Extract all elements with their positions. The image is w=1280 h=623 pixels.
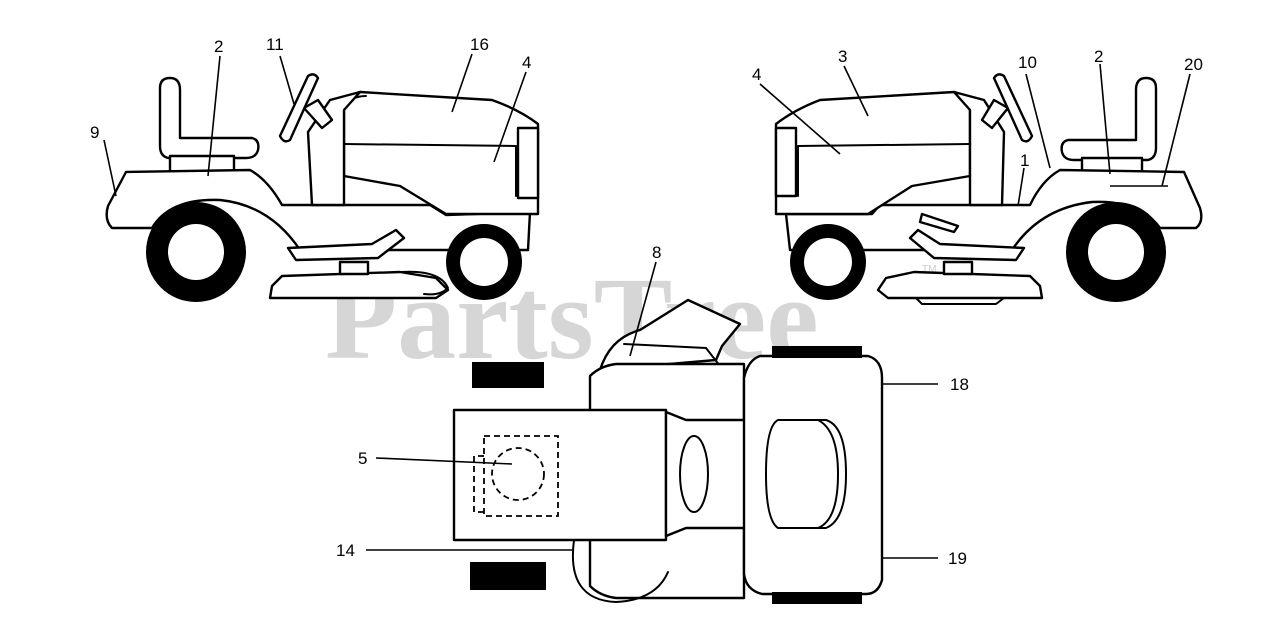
- decal-5-bracket: [473, 455, 484, 513]
- mower-deck-right: [876, 270, 1044, 300]
- leader-5: [375, 457, 513, 465]
- decal-5-circle: [491, 447, 545, 501]
- callout-20: 20: [1184, 55, 1203, 74]
- rear-tire-top-lower: [470, 562, 546, 590]
- rear-wheel-hub-right: [1088, 224, 1144, 280]
- callout-2-left: 2: [214, 37, 223, 56]
- deck-hanger: [338, 260, 370, 276]
- callout-8: 8: [652, 243, 661, 262]
- watermark-trademark: TM: [922, 264, 936, 275]
- decal-5-outline: [483, 435, 559, 517]
- leader-2-right: [1099, 63, 1111, 175]
- mower-deck: [268, 270, 450, 300]
- leader-1-right: [1017, 167, 1025, 207]
- steering-wheel: [278, 73, 320, 143]
- steering-column-right: [980, 98, 1010, 130]
- hood: [342, 90, 540, 216]
- seat-back: [158, 76, 260, 160]
- leader-10-right: [1025, 73, 1051, 169]
- callout-9: 9: [90, 123, 99, 142]
- rear-fender: [105, 168, 532, 252]
- deck-chute: [401, 270, 449, 296]
- seat-top: [598, 298, 742, 372]
- grille: [516, 126, 540, 200]
- callout-10: 10: [1018, 53, 1037, 72]
- deck-hanger-right: [942, 260, 974, 276]
- leader-4-left: [493, 71, 527, 163]
- callout-18: 18: [950, 375, 969, 394]
- callout-14: 14: [336, 541, 355, 560]
- leader-4-right: [759, 83, 841, 155]
- leader-11-left: [279, 55, 295, 105]
- right-side-view: 4 3 10 2 20 1: [752, 47, 1203, 305]
- rear-tire-top-upper: [472, 362, 544, 388]
- callout-16: 16: [470, 35, 489, 54]
- front-wheel-hub-right: [804, 238, 852, 286]
- leader-8: [629, 261, 657, 357]
- rear-fender-right: [784, 168, 1203, 252]
- hood-top: [742, 354, 884, 596]
- top-view: 8 5 14 18 19: [336, 243, 969, 604]
- side-lever: [918, 212, 960, 234]
- rear-wheel-hub: [168, 224, 224, 280]
- front-tire-top-upper: [772, 346, 862, 358]
- callout-4-right: 4: [752, 65, 761, 84]
- hood-top-inner-curve: [817, 419, 839, 529]
- leader-20-right: [1161, 73, 1191, 187]
- steering-column: [302, 98, 334, 130]
- hood-panel-line: [343, 143, 517, 197]
- callout-4-left: 4: [522, 53, 531, 72]
- front-tire-top-lower: [772, 592, 862, 604]
- steering-top: [679, 435, 709, 513]
- leader-16-left: [451, 53, 473, 113]
- cable-14: [571, 539, 669, 603]
- hood-top-inner: [765, 419, 847, 529]
- callout-2-right: 2: [1094, 47, 1103, 66]
- fender-top: [452, 408, 668, 542]
- seat-back-right: [1060, 76, 1158, 162]
- left-side-view: 9 2 11 16 4: [90, 35, 540, 302]
- leader-3-right: [843, 65, 869, 117]
- hood-right: [774, 90, 972, 216]
- leader-9-left: [103, 139, 117, 197]
- callout-3: 3: [838, 47, 847, 66]
- callout-5: 5: [358, 449, 367, 468]
- hood-panel-line-right: [797, 143, 971, 197]
- grille-right: [774, 126, 798, 198]
- callout-19: 19: [948, 549, 967, 568]
- seat-top-line: [623, 343, 721, 367]
- callout-1: 1: [1020, 151, 1029, 170]
- footrest-right: [908, 228, 1026, 262]
- deck-plate-right: [915, 297, 1005, 305]
- callout-11: 11: [266, 35, 284, 54]
- steering-wheel-right: [992, 73, 1034, 143]
- footrest: [286, 228, 406, 262]
- leader-2-left: [207, 55, 221, 177]
- front-wheel-hub: [460, 238, 508, 286]
